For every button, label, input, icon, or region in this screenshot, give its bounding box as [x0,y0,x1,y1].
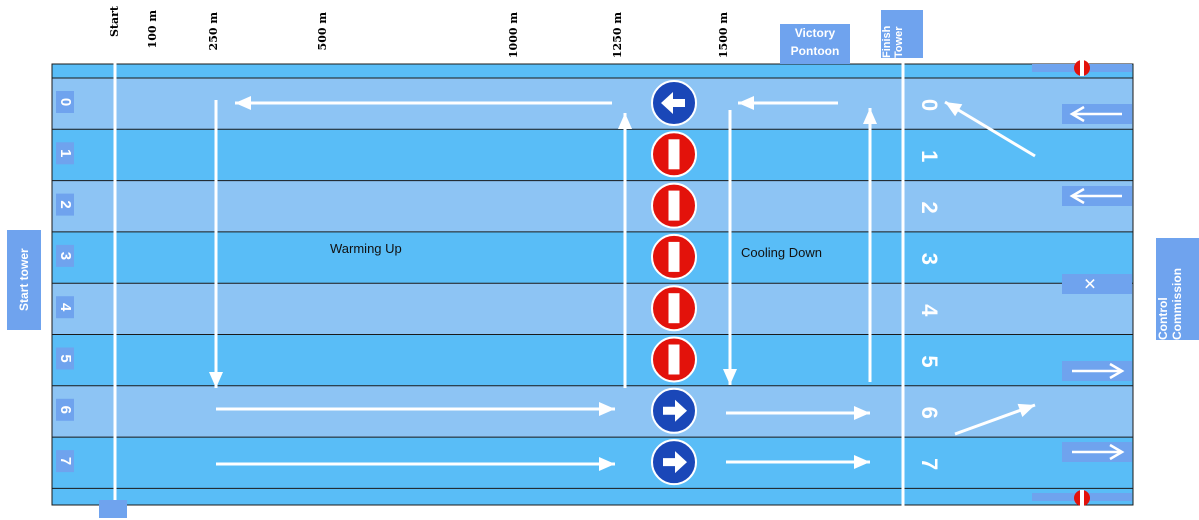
control-commission-label: Control Commission [1156,238,1199,340]
lane-number-box [56,91,74,113]
lane-number-left: 1 [57,149,74,157]
lane-number-left: 6 [57,406,74,414]
cross-sign [1062,274,1132,294]
arrow-lane7-right-head [599,457,615,471]
control-signs: ✕ [1062,104,1132,462]
no-entry-bar [668,241,680,272]
arrow-lane7-cooldown-head [854,455,870,469]
start-tower-label: Start tower [7,230,41,330]
marker-500m: 500 m [316,12,329,51]
arrow-right-glyph [663,451,687,474]
arrow-cooldown-up-head [863,108,877,124]
top-strip [52,64,1133,78]
lane-number-left: 2 [57,200,74,208]
lane-2 [52,180,1133,232]
lane-number-right: 2 [917,201,942,213]
lane-number-box [56,450,74,473]
lane-number-right: 0 [917,99,942,111]
course-border [51,63,1134,506]
top-buoy [1032,60,1132,76]
lane-5 [52,334,1133,386]
lane-number-right: 7 [917,458,942,470]
no-entry-bar [668,190,680,221]
lane-number-left: 0 [57,98,74,106]
cooling-down-label: Cooling Down [741,245,822,260]
marker-250m: 250 m [207,12,220,51]
arrow-lane6-right-head [599,402,615,416]
bottom-buoy [1032,490,1132,506]
lane-number-box [56,398,74,421]
arrow-cooldown-down-head [723,369,737,385]
start-tower-marker [99,500,127,518]
lane-1 [52,129,1133,181]
victory-pontoon-label: Victory Pontoon [780,24,850,64]
warming-up-label: Warming Up [330,241,402,256]
lanes-group: 0 0 1 1 2 2 3 3 4 4 5 5 6 6 7 7 [51,63,1134,506]
arrow-lane6-cooldown-head [854,406,870,420]
lane-number-box [56,142,74,165]
marker-1000m: 1000 m [507,12,520,59]
arrow-enter-lane0 [944,100,1036,158]
lane-number-right: 6 [917,407,942,419]
arrow-right-head [1109,362,1125,380]
arrow-right-head [1109,443,1125,461]
bottom-strip [52,488,1133,505]
lane-signs [651,80,697,486]
lane-6 [52,385,1133,438]
arrow-warmup-down-head [209,372,223,388]
flow-arrows [209,96,1036,471]
lane-number-box [56,244,74,267]
no-entry-bar [668,344,680,375]
no-entry-bar [668,293,680,324]
no-entry-bar [668,139,680,170]
arrow-left-head [1069,105,1085,123]
lane-number-left: 4 [57,303,74,312]
lane-number-box [56,347,74,370]
lane-number-box [56,296,74,319]
lane-number-left: 7 [57,457,74,465]
arrow-right-glyph [663,399,687,422]
lane-number-right: 3 [917,253,942,265]
arrow-left-glyph [661,92,685,114]
arrow-warmup-up-head [618,113,632,129]
marker-1250m: 1250 m [611,12,624,59]
arrow-exit-lane6-head [1017,403,1035,418]
lane-number-right: 4 [917,304,942,317]
lane-number-left: 3 [57,252,74,260]
lane-number-box [56,193,74,216]
finish-tower-label: Finish Tower [881,10,923,58]
lane-number-right: 5 [917,355,942,367]
cross-icon: ✕ [1083,275,1096,294]
lane-number-left: 5 [57,354,74,362]
lane-3 [52,231,1133,284]
arrow-left-head [1069,187,1085,205]
arrow-warmup-top-head [235,96,251,110]
arrow-lane0-left-head [738,96,754,110]
lane-number-right: 1 [917,150,942,162]
marker-1500m: 1500 m [717,12,730,59]
marker-start: Start [108,6,121,38]
marker-100m: 100 m [146,10,159,49]
arrow-enter-lane0-head [945,102,963,117]
lane-4 [52,283,1133,335]
